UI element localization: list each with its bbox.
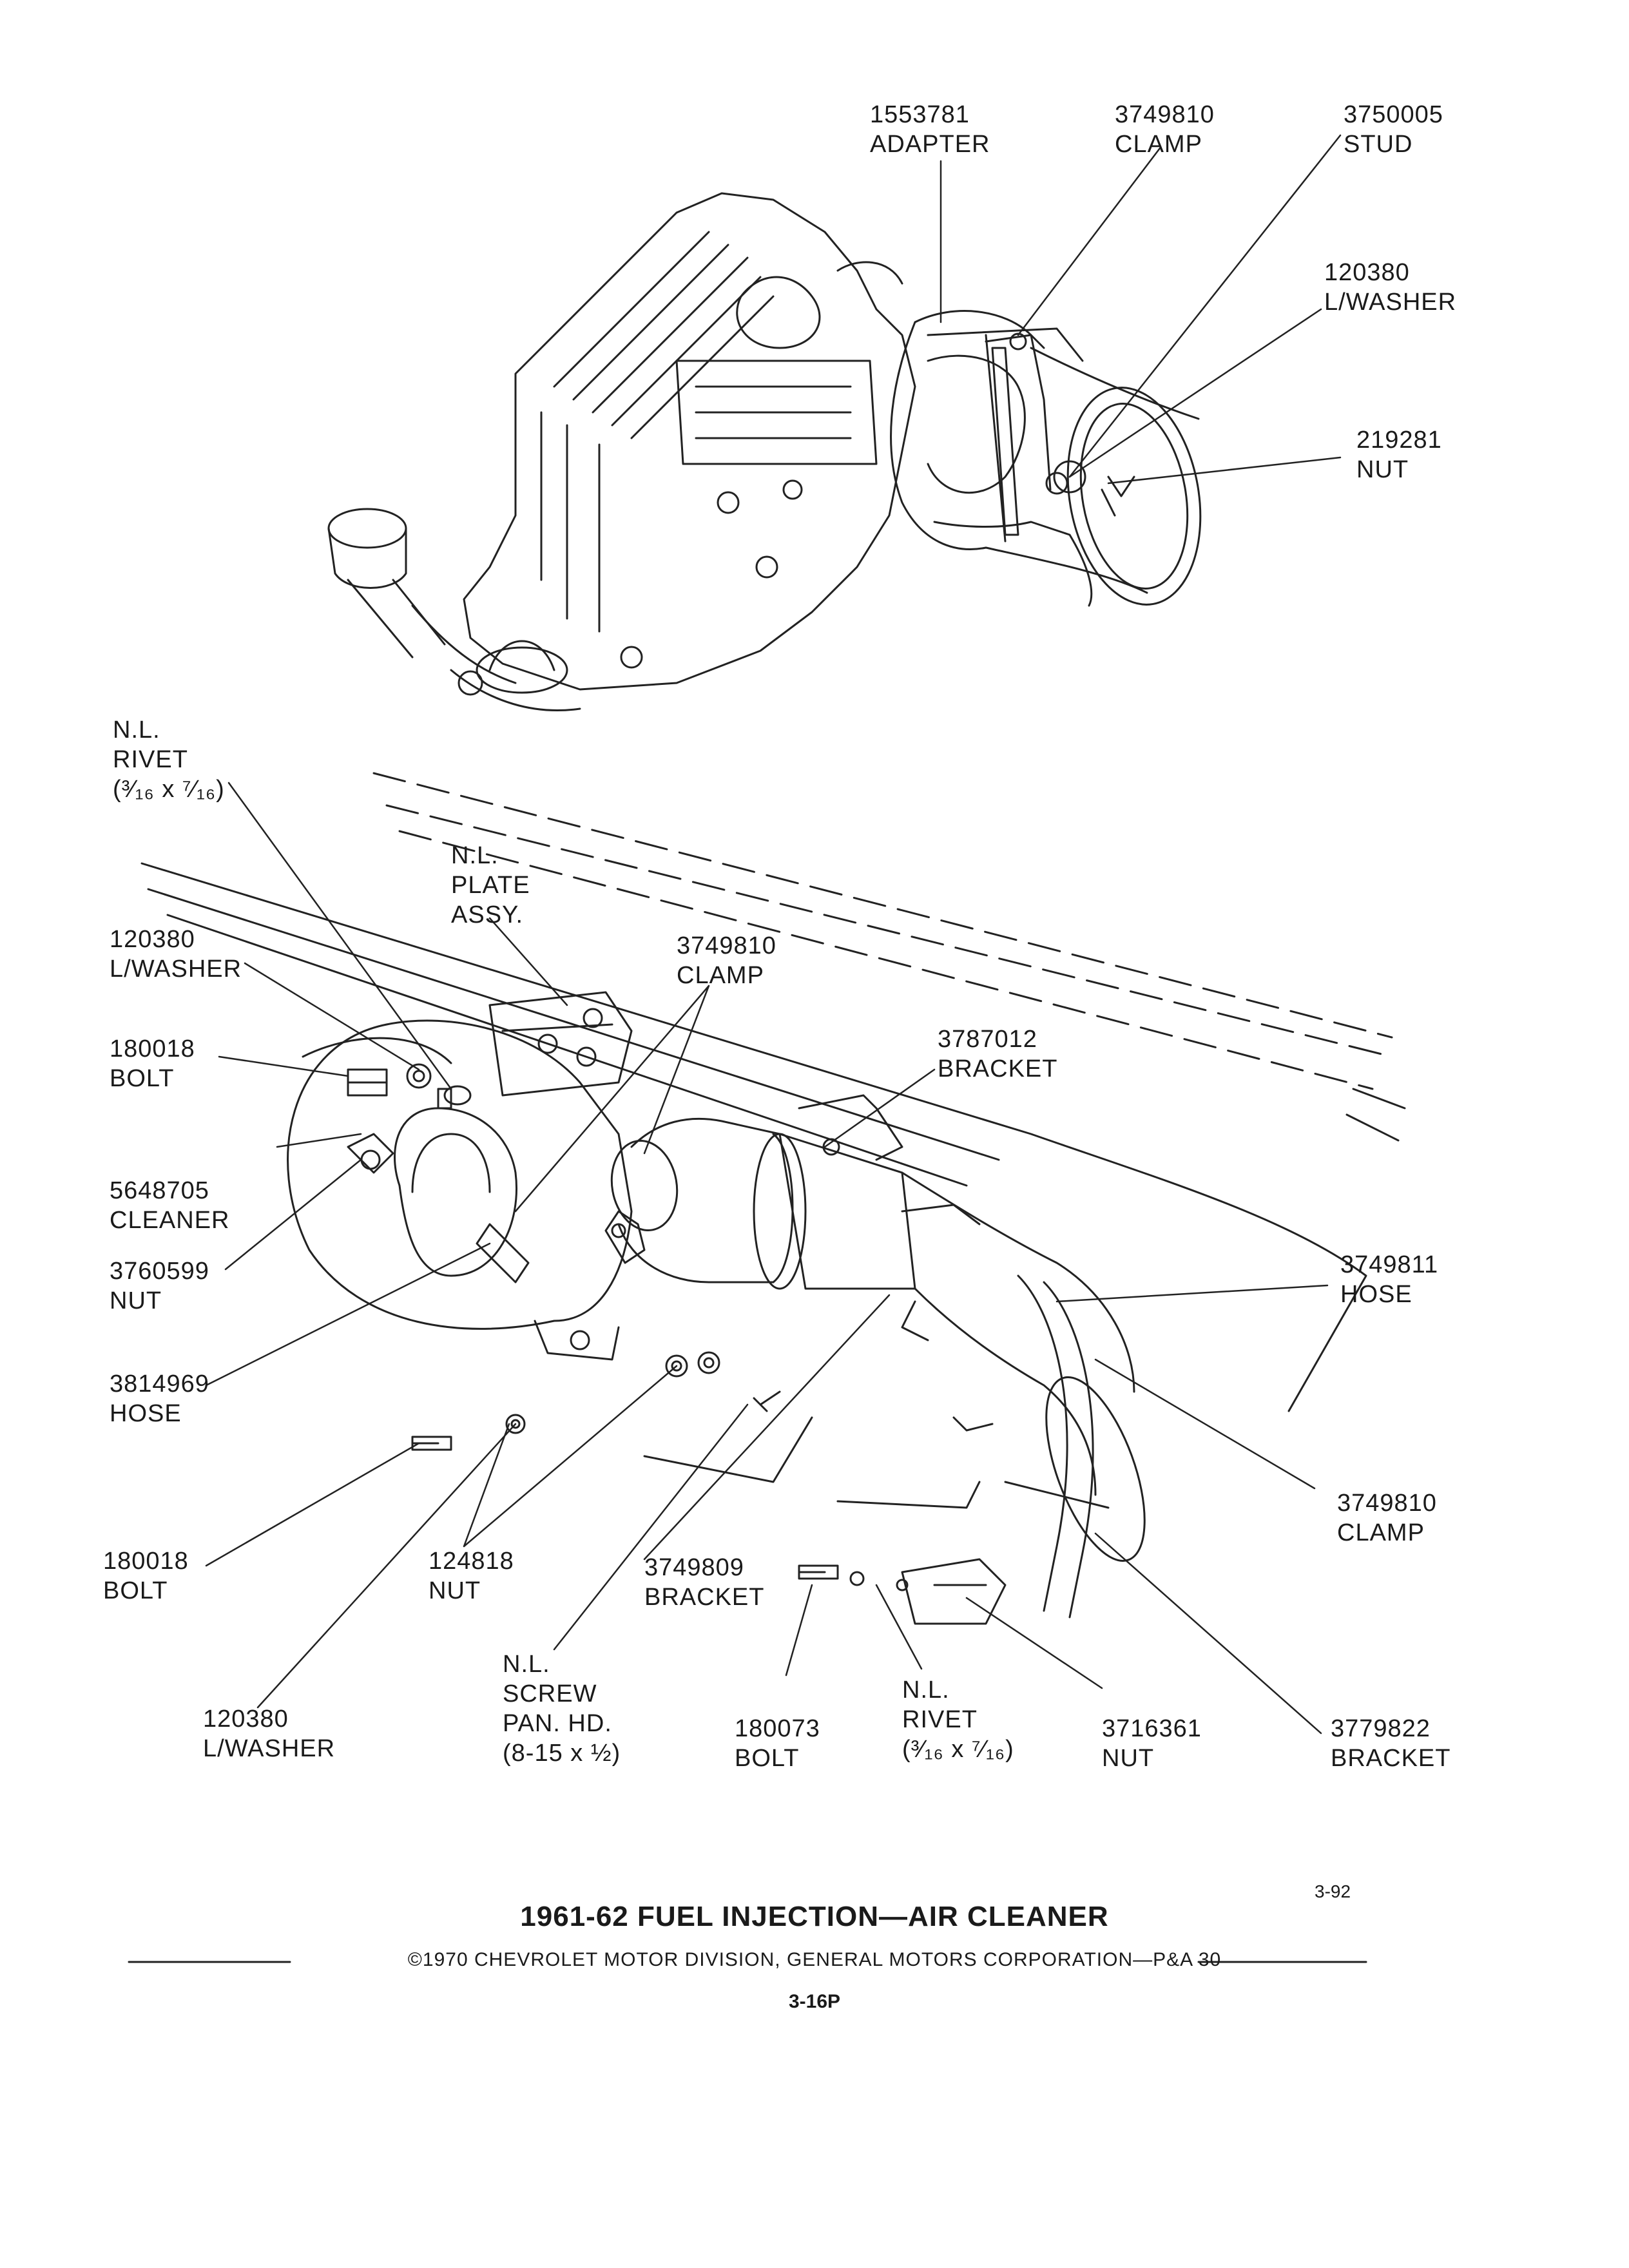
part-name: HOSE (110, 1400, 182, 1427)
part-name: CLAMP (677, 962, 764, 989)
line-2: RIVET (902, 1706, 978, 1733)
part-number: 3779822 (1331, 1715, 1431, 1742)
line-1: N.L. (902, 1677, 950, 1704)
part-number: 3814969 (110, 1370, 209, 1398)
line-3: ASSY. (451, 901, 524, 928)
line-4: (8-15 x ½) (503, 1740, 621, 1767)
part-number: 3749811 (1340, 1251, 1439, 1278)
part-name: ADAPTER (870, 131, 990, 158)
part-number: 120380 (1324, 259, 1410, 286)
part-name: BOLT (110, 1065, 175, 1092)
line-1: N.L. (503, 1651, 550, 1678)
line-2: SCREW (503, 1680, 597, 1707)
part-name: BRACKET (938, 1055, 1058, 1082)
part-number: 124818 (429, 1548, 514, 1575)
line-3: PAN. HD. (503, 1710, 612, 1737)
part-name: BOLT (103, 1577, 168, 1604)
page-number: 3-16P (788, 1991, 841, 2012)
line-1: N.L. (113, 716, 160, 744)
part-name: CLAMP (1115, 131, 1202, 158)
part-number: 3749809 (644, 1554, 744, 1581)
part-name: NUT (1356, 456, 1409, 483)
part-name: BOLT (735, 1745, 800, 1772)
line-3: (³⁄₁₆ x ⁷⁄₁₆) (113, 776, 225, 803)
page-title: 1961-62 FUEL INJECTION—AIR CLEANER (520, 1901, 1109, 1932)
line-3: (³⁄₁₆ x ⁷⁄₁₆) (902, 1736, 1014, 1763)
line-2: PLATE (451, 872, 530, 899)
engine-intake-assembly (327, 192, 1202, 711)
line-2: RIVET (113, 746, 188, 773)
callout-rivet-upper: N.L.RIVET (³⁄₁₆ x ⁷⁄₁₆) (113, 715, 225, 804)
part-name: L/WASHER (203, 1735, 336, 1762)
part-name: BRACKET (644, 1584, 765, 1611)
leader-lines (205, 134, 1342, 1735)
part-name: NUT (1102, 1745, 1155, 1772)
part-name: NUT (429, 1577, 481, 1604)
part-number: 180073 (735, 1715, 820, 1742)
part-name: CLEANER (110, 1207, 230, 1234)
body-reference-lines (140, 772, 1406, 1412)
part-name: L/WASHER (1324, 289, 1457, 316)
copyright-line: ©1970 CHEVROLET MOTOR DIVISION, GENERAL … (407, 1949, 1222, 1970)
air-cleaner-assembly (287, 991, 1146, 1625)
part-number: 5648705 (110, 1177, 209, 1204)
part-number: 180018 (103, 1548, 189, 1575)
part-name: NUT (110, 1287, 162, 1314)
line-1: N.L. (451, 842, 499, 869)
callout-rivet-lower: N.L.RIVET (³⁄₁₆ x ⁷⁄₁₆) (902, 1675, 1014, 1764)
part-number: 3760599 (110, 1258, 209, 1285)
part-number: 219281 (1356, 427, 1442, 454)
part-number: 120380 (110, 926, 195, 953)
part-name: L/WASHER (110, 956, 242, 983)
part-name: BRACKET (1331, 1745, 1451, 1772)
part-number: 3787012 (938, 1026, 1037, 1053)
part-number: 3749810 (1115, 101, 1215, 128)
part-number: 3749810 (677, 932, 776, 959)
figure-number: 3-92 (1315, 1881, 1351, 1901)
part-number: 1553781 (870, 101, 970, 128)
part-name: STUD (1344, 131, 1413, 158)
part-number: 3749810 (1337, 1490, 1437, 1517)
part-name: CLAMP (1337, 1519, 1425, 1546)
part-number: 120380 (203, 1706, 289, 1733)
part-number: 180018 (110, 1035, 195, 1062)
part-number: 3716361 (1102, 1715, 1202, 1742)
part-name: HOSE (1340, 1281, 1412, 1308)
callout-screw: N.L.SCREW PAN. HD. (8-15 x ½) (503, 1649, 621, 1768)
part-number: 3750005 (1344, 101, 1443, 128)
